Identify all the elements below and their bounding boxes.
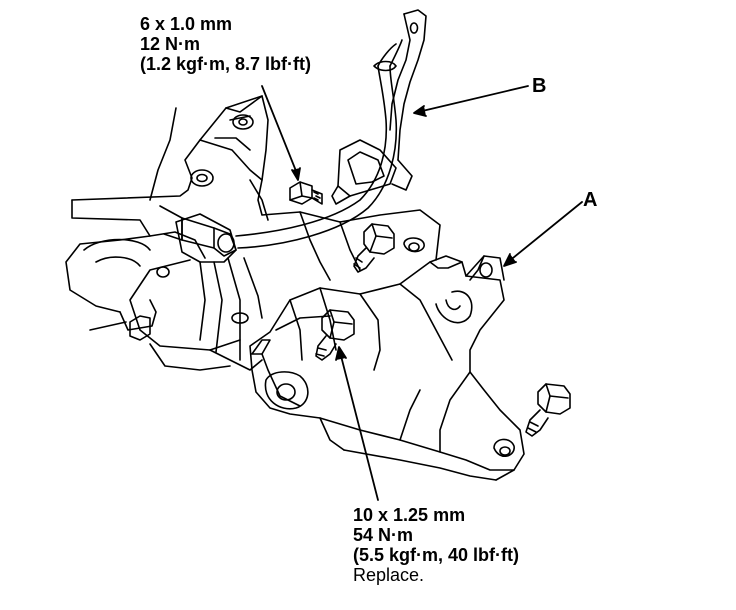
spec-top-torque-alt: (1.2 kgf·m, 8.7 lbf·ft): [140, 54, 312, 74]
callout-b: B: [532, 75, 547, 97]
oxygen-sensor-cable: [235, 9, 427, 249]
torque-spec-large-bolt: 10 x 1.25 mm 54 N·m (5.5 kgf·m, 40 lbf·f…: [353, 505, 519, 585]
arrowhead-bottom-spec: [335, 346, 347, 361]
leader-lines: [261, 85, 583, 501]
spec-top-size: 6 x 1.0 mm: [140, 14, 233, 34]
large-bolt-3: [525, 383, 571, 437]
spec-bottom-torque-alt: (5.5 kgf·m, 40 lbf·ft): [353, 545, 520, 565]
arrowhead-a: [503, 253, 517, 267]
arrowhead-b: [413, 105, 427, 117]
spec-bottom-note: Replace.: [353, 565, 425, 585]
small-bolt: [289, 181, 323, 205]
callout-a: A: [583, 189, 598, 211]
manifold-cover: [249, 255, 525, 481]
torque-spec-small-bolt: 6 x 1.0 mm 12 N·m (1.2 kgf·m, 8.7 lbf·ft…: [140, 14, 311, 74]
engine-block: [65, 95, 441, 371]
mount-boss: [159, 205, 237, 257]
arrowhead-top-spec: [291, 167, 301, 181]
large-bolt-2: [315, 309, 355, 361]
leader-a: [507, 201, 583, 263]
leader-top-spec: [261, 85, 299, 177]
large-bolt-1: [353, 223, 395, 273]
leader-bottom-spec: [339, 351, 379, 501]
spec-bottom-torque: 54 N·m: [353, 525, 414, 545]
leader-b: [417, 85, 529, 113]
spec-top-torque: 12 N·m: [140, 34, 201, 54]
side-bolt: [129, 315, 151, 341]
spec-bottom-size: 10 x 1.25 mm: [353, 505, 466, 525]
stud-bolt: [403, 237, 425, 253]
